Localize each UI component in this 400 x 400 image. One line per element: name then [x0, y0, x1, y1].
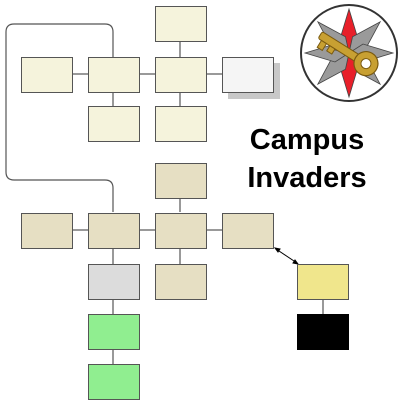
room-top-hall[interactable] [88, 57, 140, 93]
game-title-line2: Invaders [247, 162, 367, 194]
game-title-line1: Campus [249, 124, 365, 156]
game-title: Campus Invaders [222, 121, 392, 197]
room-top-north[interactable] [155, 6, 207, 42]
room-bottom-west[interactable] [21, 213, 73, 249]
room-bottom-north[interactable] [155, 163, 207, 199]
room-bottom-hall[interactable] [88, 213, 140, 249]
star-key-emblem-icon [300, 4, 398, 102]
room-top-south-2[interactable] [155, 106, 207, 142]
room-top-center[interactable] [155, 57, 207, 93]
room-bottom-south[interactable] [155, 264, 207, 300]
room-exit[interactable] [88, 264, 140, 300]
room-goal-2[interactable] [88, 364, 140, 400]
room-locked[interactable] [297, 314, 349, 350]
room-bottom-east[interactable] [222, 213, 274, 249]
key-icon [316, 31, 379, 77]
room-bottom-center[interactable] [155, 213, 207, 249]
room-special[interactable] [297, 264, 349, 300]
room-top-south-1[interactable] [88, 106, 140, 142]
room-goal-1[interactable] [88, 314, 140, 350]
room-top-east[interactable] [222, 57, 274, 93]
room-top-west[interactable] [21, 57, 73, 93]
